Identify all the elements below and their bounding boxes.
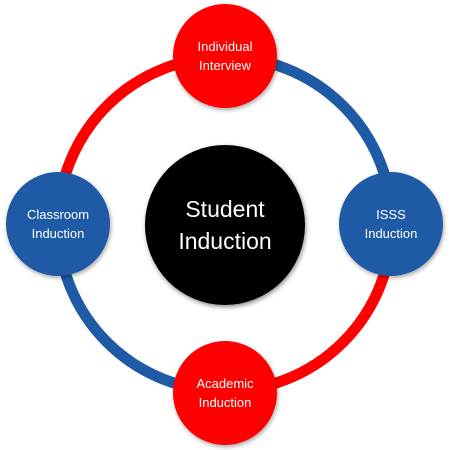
node-classroom-induction: Classroom Induction (6, 172, 110, 276)
center-node-student-induction: Student Induction (145, 145, 305, 305)
node-isss-induction: ISSS Induction (339, 172, 443, 276)
node-academic-induction: Academic Induction (173, 341, 277, 445)
node-label: ISSS Induction (364, 207, 418, 241)
node-individual-interview: Individual Interview (173, 4, 277, 108)
node-label: Classroom Induction (26, 207, 90, 241)
node-label: Academic Induction (196, 376, 254, 410)
center-label: Student Induction (178, 196, 272, 254)
node-label: Individual Interview (197, 39, 253, 73)
